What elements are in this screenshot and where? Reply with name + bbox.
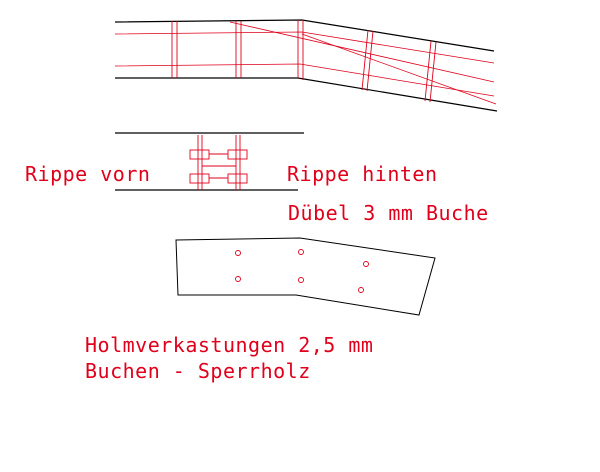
label-shear-web-line1: Holmverkastungen 2,5 mm xyxy=(85,333,373,357)
hole xyxy=(363,261,369,267)
label-dowel: Dübel 3 mm Buche xyxy=(288,201,489,225)
hole xyxy=(235,276,241,282)
plate-outline xyxy=(175,237,436,316)
web-right-b xyxy=(366,30,374,92)
web-far-b xyxy=(429,41,437,103)
web-right-a xyxy=(361,29,369,91)
web-far-a xyxy=(424,40,432,102)
label-rib-front: Rippe vorn xyxy=(25,162,150,186)
hole xyxy=(235,250,241,256)
spar-diagonal-line-2 xyxy=(301,33,497,105)
spar-top-view xyxy=(114,19,498,112)
hole xyxy=(298,277,304,283)
dowel-left-upper xyxy=(189,149,210,160)
hole xyxy=(298,249,304,255)
dowel-right-upper xyxy=(227,149,248,160)
dowel-right-lower xyxy=(227,173,248,184)
shear-web-plate xyxy=(175,237,436,316)
label-rib-rear: Rippe hinten xyxy=(287,162,438,186)
dowel-left-lower xyxy=(189,173,210,184)
spar-section-view xyxy=(115,132,304,191)
hole xyxy=(358,287,364,293)
spar-diagonal-line xyxy=(229,21,495,83)
spar-bottom-edge xyxy=(115,77,498,112)
label-shear-web-line2: Buchen - Sperrholz xyxy=(85,359,311,383)
